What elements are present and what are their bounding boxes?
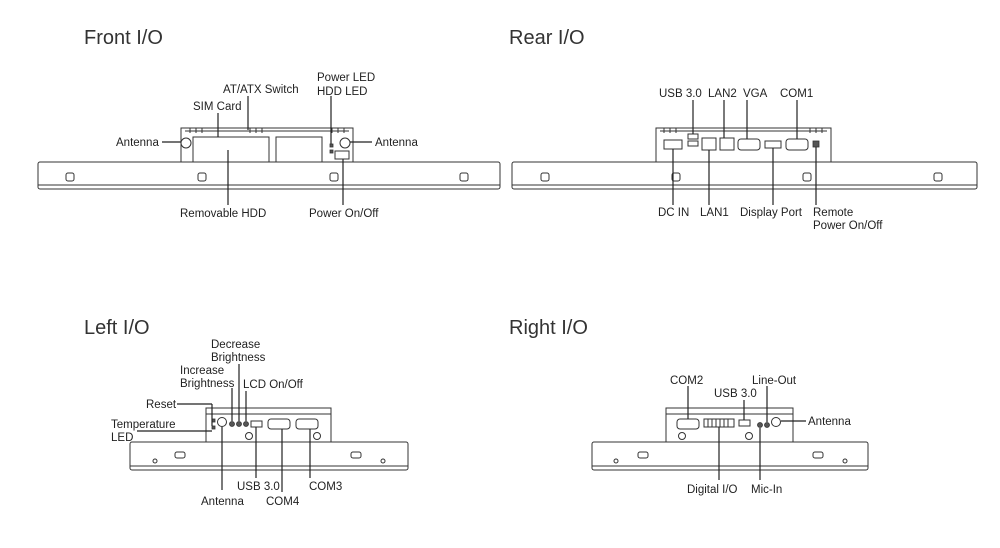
lan1-port-icon	[701, 137, 717, 151]
antenna-right-icon	[339, 137, 351, 149]
digital-io-connector-icon	[703, 418, 735, 428]
vga-port-icon	[737, 138, 761, 151]
left-enclosure	[205, 407, 332, 443]
usb30-port-icon	[250, 420, 263, 428]
removable-hdd-bay	[192, 136, 270, 163]
increase-brightness-icon	[229, 421, 235, 427]
right-bezel	[591, 441, 869, 471]
com1-port-icon	[785, 138, 809, 151]
front-bezel	[37, 161, 501, 190]
left-bezel	[129, 441, 409, 471]
front-label-antenna-left: Antenna	[116, 137, 159, 149]
right-label-line-out: Line-Out	[752, 375, 797, 387]
right-label-com2: COM2	[670, 375, 703, 387]
right-screw-icon	[678, 432, 686, 440]
lan2-port-icon	[719, 137, 735, 151]
left-label-increase-brightness: Brightness	[180, 378, 235, 390]
usb30-port-top-icon	[687, 133, 699, 140]
rear-io-title: Rear I/O	[509, 27, 585, 49]
rear-fins	[660, 128, 827, 133]
front-label-at-atx-switch: AT/ATX Switch	[223, 84, 299, 96]
power-button-icon	[334, 150, 350, 160]
left-label-antenna: Antenna	[201, 496, 244, 508]
power-led-icon	[329, 143, 334, 148]
left-label-com4: COM4	[266, 496, 300, 508]
front-enclosure	[180, 127, 354, 163]
com4-port-icon	[267, 418, 291, 430]
right-label-usb30: USB 3.0	[714, 388, 757, 400]
left-label-reset: Reset	[146, 399, 177, 411]
line-out-icon	[764, 422, 770, 428]
mic-in-icon	[757, 422, 763, 428]
temperature-led-icon	[211, 418, 216, 423]
right-label-mic-in: Mic-In	[751, 484, 782, 496]
right-screw-icon-2	[745, 432, 753, 440]
right-mount-holes	[613, 451, 848, 464]
antenna-icon	[771, 417, 781, 427]
front-label-hdd-led: HDD LED	[317, 86, 367, 98]
com2-port-icon	[676, 418, 700, 430]
right-enclosure	[665, 407, 794, 443]
com3-port-icon	[295, 418, 319, 430]
left-label-temperature-led: LED	[111, 432, 133, 444]
hdd-led-icon	[329, 149, 334, 154]
front-label-removable-hdd: Removable HDD	[180, 208, 266, 220]
left-label-decrease-brightness: Brightness	[211, 352, 266, 364]
rear-label-remote: Remote	[813, 207, 853, 219]
front-mount-holes	[65, 172, 469, 182]
rear-label-remote-power: Power On/Off	[813, 220, 883, 232]
left-label-lcd-on-off: LCD On/Off	[243, 379, 304, 391]
left-label-decrease: Decrease	[211, 339, 260, 351]
front-label-antenna-right: Antenna	[375, 137, 418, 149]
left-mount-holes	[152, 451, 386, 464]
rear-label-dc-in: DC IN	[658, 207, 689, 219]
reset-button-icon	[211, 425, 216, 430]
rear-label-display-port: Display Port	[740, 207, 803, 219]
usb30-port-icon	[738, 419, 751, 427]
left-screw-icon-2	[313, 432, 321, 440]
front-label-sim-card: SIM Card	[193, 101, 242, 113]
rear-label-usb30: USB 3.0	[659, 88, 702, 100]
right-label-antenna: Antenna	[808, 416, 851, 428]
left-io-title: Left I/O	[84, 317, 150, 339]
left-label-com3: COM3	[309, 481, 342, 493]
left-label-usb30: USB 3.0	[237, 481, 280, 493]
rear-bezel	[511, 161, 978, 190]
rear-mount-holes	[540, 172, 943, 182]
antenna-left-icon	[180, 137, 192, 149]
rear-label-vga: VGA	[743, 88, 768, 100]
display-port-icon	[764, 140, 782, 149]
rear-label-com1: COM1	[780, 88, 813, 100]
rear-label-lan2: LAN2	[708, 88, 737, 100]
remote-power-icon	[812, 140, 820, 148]
left-label-increase: Increase	[180, 365, 224, 377]
front-io-title: Front I/O	[84, 27, 163, 49]
left-label-temperature: Temperature	[111, 419, 176, 431]
usb30-port-bottom-icon	[687, 140, 699, 147]
right-label-digital-io: Digital I/O	[687, 484, 738, 496]
rear-enclosure	[655, 127, 832, 163]
sim-card-cover	[275, 136, 323, 163]
lcd-on-off-icon	[243, 421, 249, 427]
front-label-power-on-off: Power On/Off	[309, 208, 379, 220]
dc-in-port-icon	[663, 139, 683, 150]
decrease-brightness-icon	[236, 421, 242, 427]
right-io-title: Right I/O	[509, 317, 588, 339]
front-fins	[185, 128, 349, 133]
rear-label-lan1: LAN1	[700, 207, 729, 219]
left-screw-icon	[245, 432, 253, 440]
antenna-icon	[217, 417, 227, 427]
front-label-power-led: Power LED	[317, 72, 375, 84]
